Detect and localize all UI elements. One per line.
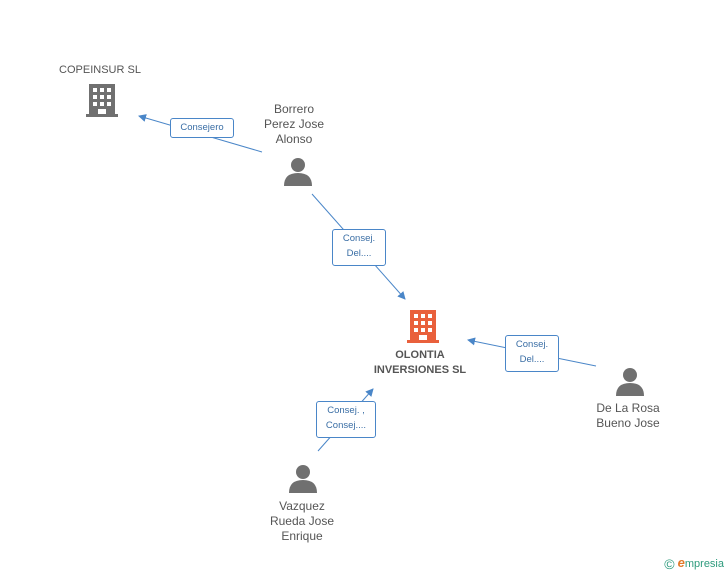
person-label-borrero[interactable]: Borrero Perez Jose Alonso: [244, 102, 344, 147]
empresia-brand[interactable]: © empresia: [664, 555, 724, 572]
edge-label-vazquez-olontia[interactable]: Consej. , Consej....: [316, 401, 376, 438]
person-name-line: Alonso: [275, 132, 313, 146]
person-name-line: Borrero: [273, 102, 314, 116]
person-label-vazquez[interactable]: Vazquez Rueda Jose Enrique: [252, 499, 352, 544]
company-name-line: OLONTIA: [395, 349, 445, 361]
edge-label-delarosa-olontia[interactable]: Consej. Del....: [505, 335, 559, 372]
edge-label-text: Consej. ,: [327, 405, 365, 416]
copyright-icon: ©: [664, 556, 675, 572]
company-label-olontia[interactable]: OLONTIA INVERSIONES SL: [360, 348, 480, 378]
person-icon[interactable]: [616, 368, 644, 396]
person-icon[interactable]: [284, 158, 312, 186]
person-name-line: De La Rosa: [596, 401, 660, 415]
person-name-line: Bueno Jose: [596, 416, 660, 430]
company-label-copeinsur[interactable]: COPEINSUR SL: [40, 63, 160, 78]
edge-label-text: Del....: [519, 354, 545, 365]
person-name-line: Perez Jose: [263, 117, 325, 131]
edge-label-consejero[interactable]: Consejero: [170, 118, 234, 138]
brand-initial: e: [677, 554, 685, 570]
person-name-line: Vazquez: [279, 499, 325, 513]
edge-label-text: Consejero: [180, 122, 224, 133]
company-name: COPEINSUR SL: [59, 64, 141, 76]
edge-label-text: Del....: [346, 248, 372, 259]
company-name-line: INVERSIONES SL: [373, 364, 467, 376]
person-icon[interactable]: [289, 465, 317, 493]
edge-label-borrero-olontia[interactable]: Consej. Del....: [332, 229, 386, 266]
person-name-line: Rueda Jose: [269, 514, 335, 528]
person-label-delarosa[interactable]: De La Rosa Bueno Jose: [578, 401, 678, 431]
edge-label-text: Consej.: [342, 233, 376, 244]
building-icon[interactable]: [86, 84, 118, 117]
edge-label-text: Consej....: [325, 420, 367, 431]
person-name-line: Enrique: [281, 529, 323, 543]
brand-name: mpresia: [684, 557, 724, 570]
edge-label-text: Consej.: [515, 339, 549, 350]
building-icon[interactable]: [407, 310, 439, 343]
